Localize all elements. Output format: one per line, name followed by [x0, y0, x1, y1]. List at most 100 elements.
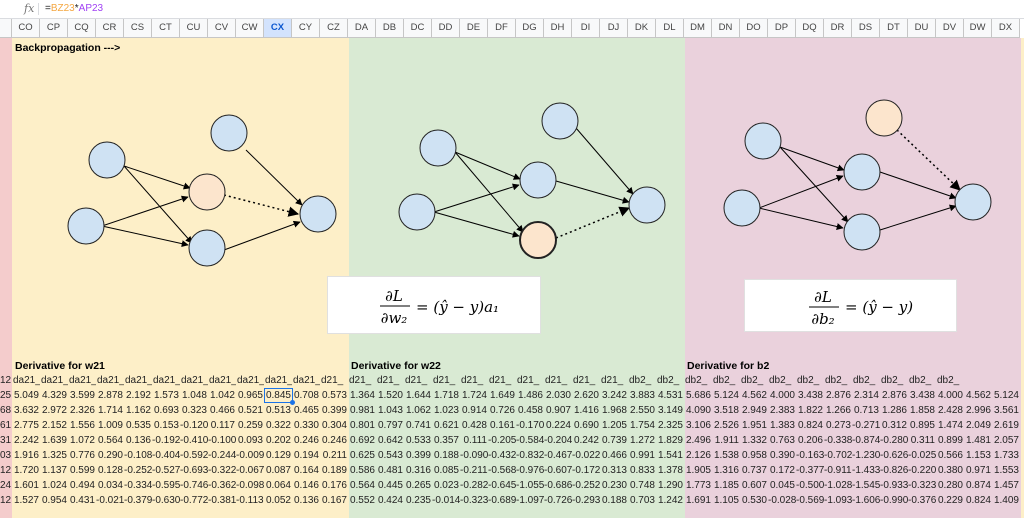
cell[interactable]: -1.055: [516, 480, 544, 491]
cell[interactable]: -0.334: [124, 480, 152, 491]
cell[interactable]: 0.776: [69, 450, 95, 461]
cell[interactable]: 0.290: [97, 450, 123, 461]
cell[interactable]: 0.564: [97, 435, 123, 446]
cell[interactable]: 0.954: [41, 495, 67, 506]
cell[interactable]: -0.205: [488, 435, 516, 446]
cell[interactable]: 0.189: [321, 465, 347, 476]
cell[interactable]: -0.626: [880, 450, 908, 461]
cell[interactable]: 0.265: [405, 480, 431, 491]
cell[interactable]: 0.642: [377, 435, 403, 446]
column-header-cp[interactable]: CP: [40, 19, 68, 38]
column-header-cu[interactable]: CU: [180, 19, 208, 38]
cell[interactable]: -0.021: [96, 495, 124, 506]
cell[interactable]: 2.057: [993, 435, 1019, 446]
cell[interactable]: 0.586: [349, 465, 375, 476]
cell[interactable]: 3.438: [797, 390, 823, 401]
cell[interactable]: 2.949: [741, 405, 767, 416]
cell[interactable]: 0.466: [601, 450, 627, 461]
cell[interactable]: -0.067: [236, 465, 264, 476]
cell[interactable]: 0.172: [769, 465, 795, 476]
column-header-co[interactable]: CO: [12, 19, 40, 38]
cell[interactable]: -0.772: [180, 495, 208, 506]
cell[interactable]: 1.520: [377, 390, 403, 401]
cell[interactable]: 5.686: [685, 390, 711, 401]
cell[interactable]: -0.911: [824, 465, 852, 476]
cell[interactable]: -0.280: [880, 435, 908, 446]
cell[interactable]: 0.895: [909, 420, 935, 431]
cell[interactable]: 0.280: [937, 480, 963, 491]
cell[interactable]: 0.111: [463, 435, 487, 446]
cell[interactable]: 1.062: [405, 405, 431, 416]
cell[interactable]: 1.486: [517, 390, 543, 401]
cell[interactable]: -0.028: [768, 495, 796, 506]
cell[interactable]: -0.702: [824, 450, 852, 461]
cell[interactable]: 1.691: [685, 495, 711, 506]
cell[interactable]: 0.899: [937, 435, 963, 446]
cell[interactable]: 0.481: [377, 465, 403, 476]
cell[interactable]: 0.458: [517, 405, 543, 416]
column-header-cz[interactable]: CZ: [320, 19, 348, 38]
cell[interactable]: -0.022: [572, 450, 600, 461]
cell[interactable]: 0.741: [405, 420, 431, 431]
cell[interactable]: 1.714: [97, 405, 123, 416]
cell[interactable]: 0.235: [405, 495, 431, 506]
cell[interactable]: -0.645: [488, 480, 516, 491]
cell[interactable]: -0.569: [796, 495, 824, 506]
cell[interactable]: db2_: [629, 375, 652, 386]
cell[interactable]: 2.550: [629, 405, 655, 416]
cell[interactable]: -0.120: [180, 420, 208, 431]
cell-partial[interactable]: 31: [0, 435, 12, 446]
cell[interactable]: 0.188: [433, 450, 459, 461]
cell[interactable]: da21_: [181, 375, 208, 386]
cell[interactable]: 1.573: [153, 390, 179, 401]
cell[interactable]: -0.009: [236, 450, 264, 461]
cell[interactable]: -1.433: [852, 465, 880, 476]
cell[interactable]: 1.968: [601, 405, 627, 416]
cell[interactable]: 1.266: [825, 405, 851, 416]
cell[interactable]: 0.713: [853, 405, 879, 416]
cell[interactable]: 0.322: [265, 420, 291, 431]
cell[interactable]: 2.775: [13, 420, 39, 431]
cell[interactable]: da21_: [97, 375, 124, 386]
column-header-cw[interactable]: CW: [236, 19, 264, 38]
cell[interactable]: 0.129: [265, 450, 291, 461]
cell[interactable]: 0.708: [293, 390, 319, 401]
cell[interactable]: 4.329: [41, 390, 67, 401]
cell[interactable]: 0.194: [293, 450, 319, 461]
cell[interactable]: 0.224: [545, 420, 571, 431]
cell[interactable]: 0.543: [377, 450, 403, 461]
cell[interactable]: -0.090: [460, 450, 488, 461]
cell[interactable]: 4.000: [769, 390, 795, 401]
cell[interactable]: -0.338: [824, 435, 852, 446]
cell[interactable]: -0.686: [544, 480, 572, 491]
cell[interactable]: 0.907: [545, 405, 571, 416]
cell[interactable]: 1.072: [69, 435, 95, 446]
cell[interactable]: 0.357: [433, 435, 459, 446]
cell[interactable]: 1.416: [573, 405, 599, 416]
cell[interactable]: 0.981: [349, 405, 375, 416]
cell[interactable]: -0.432: [488, 450, 516, 461]
cell[interactable]: -0.377: [796, 465, 824, 476]
cell[interactable]: -0.467: [544, 450, 572, 461]
cell[interactable]: 3.883: [629, 390, 655, 401]
cell[interactable]: 4.000: [937, 390, 963, 401]
cell[interactable]: 1.911: [714, 435, 739, 446]
cell[interactable]: 2.619: [993, 420, 1019, 431]
cell[interactable]: -0.098: [236, 480, 264, 491]
cell[interactable]: -0.323: [908, 480, 936, 491]
cell[interactable]: 0.607: [741, 480, 767, 491]
cell[interactable]: 0.824: [797, 420, 823, 431]
cell[interactable]: 5.049: [13, 390, 39, 401]
cell[interactable]: d21_: [517, 375, 540, 386]
cell[interactable]: da21_: [13, 375, 40, 386]
cell[interactable]: 2.972: [41, 405, 67, 416]
cell[interactable]: d21_: [433, 375, 456, 386]
cell[interactable]: 0.246: [293, 435, 319, 446]
cell[interactable]: 0.465: [293, 405, 319, 416]
cell-partial[interactable]: 24: [0, 480, 12, 491]
cell[interactable]: -1.028: [824, 480, 852, 491]
cell[interactable]: 2.876: [881, 390, 907, 401]
cell[interactable]: -0.271: [852, 420, 880, 431]
cell[interactable]: -0.323: [460, 495, 488, 506]
cell[interactable]: 0.206: [797, 435, 823, 446]
